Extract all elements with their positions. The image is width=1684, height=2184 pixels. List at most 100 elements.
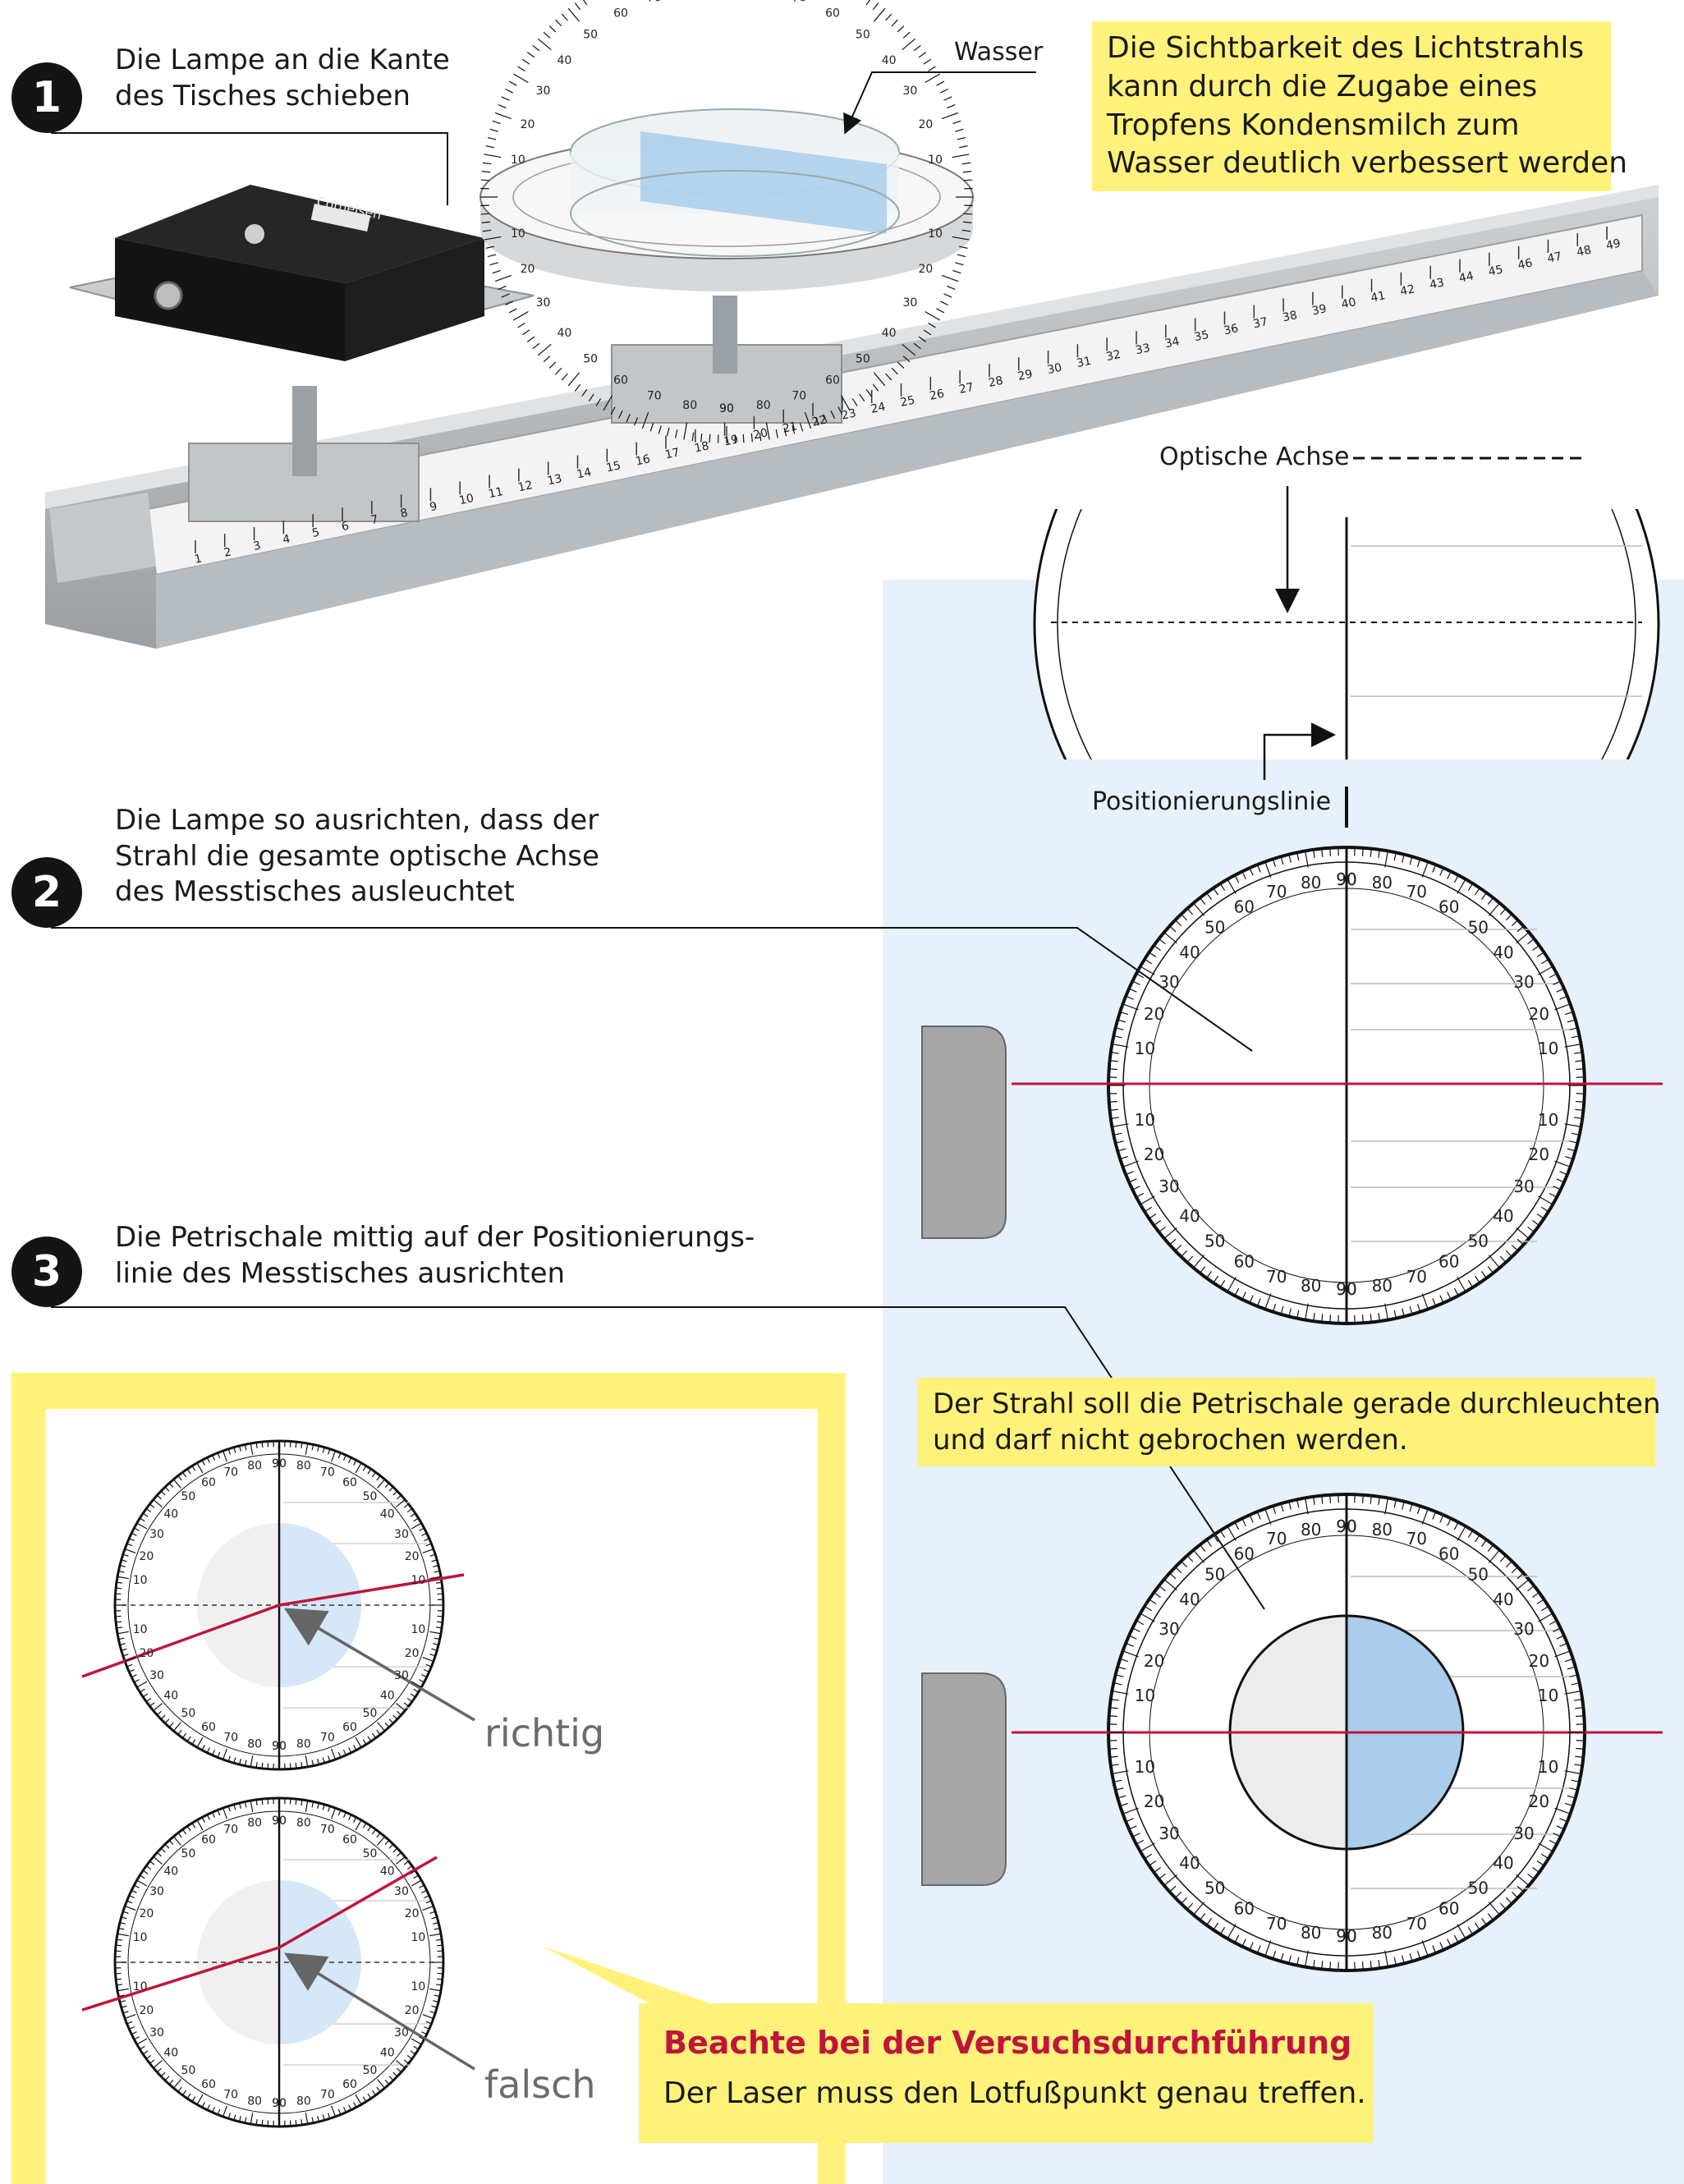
- protractor-tick: [116, 1984, 122, 1986]
- protractor-label: 10: [511, 227, 525, 241]
- protractor-tick: [311, 2117, 314, 2123]
- protractor-tick: [1432, 1298, 1437, 1307]
- protractor-tick: [1564, 1011, 1573, 1016]
- ruler-number: 22: [811, 413, 828, 429]
- note-pointer: [542, 1946, 723, 2007]
- protractor-tick: [1499, 1555, 1507, 1562]
- protractor-label: 80: [1301, 1520, 1321, 1539]
- protractor-tick: [433, 1565, 439, 1567]
- label-water: Wasser: [954, 38, 1044, 67]
- protractor-label: 20: [405, 2004, 420, 2017]
- protractor-tick: [1571, 1132, 1580, 1136]
- protractor-tick: [865, 388, 872, 397]
- protractor-tick: [1305, 851, 1309, 868]
- protractor-tick: [484, 154, 502, 158]
- protractor-tick: [1384, 1303, 1388, 1320]
- protractor-label: 80: [247, 1737, 262, 1750]
- protractor-tick: [1384, 851, 1388, 868]
- ruler-number: 45: [1487, 263, 1504, 278]
- protractor-label: 40: [380, 1507, 395, 1521]
- protractor-label: 80: [296, 1460, 311, 1473]
- protractor-tick: [223, 2105, 227, 2117]
- protractor-label: 10: [133, 1623, 148, 1636]
- protractor-tick: [1516, 932, 1530, 944]
- protractor-tick: [532, 44, 540, 52]
- ruler-number: 18: [693, 439, 710, 455]
- protractor-tick: [1110, 1764, 1119, 1766]
- protractor-tick: [902, 31, 911, 39]
- ruler-number: 16: [635, 452, 652, 468]
- protractor-label: 60: [342, 1833, 357, 1847]
- step-2-line1: Die Lampe so ausrichten, dass der: [115, 804, 599, 837]
- protractor-tick: [328, 1805, 331, 1812]
- protractor-label: 50: [363, 2064, 378, 2077]
- protractor-label: 70: [792, 0, 806, 5]
- protractor-tick: [1144, 958, 1152, 965]
- protractor-tick: [498, 285, 507, 290]
- protractor-tick: [1499, 908, 1507, 915]
- protractor-label: 40: [882, 54, 897, 67]
- protractor-tick: [388, 1843, 394, 1849]
- protractor-tick: [1169, 1572, 1177, 1580]
- protractor-label: 50: [1468, 1232, 1489, 1251]
- protractor-tick: [177, 2086, 182, 2092]
- protractor-tick: [1112, 1044, 1129, 1048]
- protractor-tick: [959, 245, 968, 249]
- protractor-tick: [1120, 1155, 1129, 1160]
- protractor-tick: [337, 2108, 342, 2115]
- step-1-line2: des Tisches schieben: [115, 79, 411, 112]
- ruler-number: 43: [1429, 276, 1446, 291]
- protractor-label: 60: [1439, 897, 1459, 917]
- protractor-tick: [392, 2072, 398, 2077]
- protractor-tick: [181, 2090, 187, 2096]
- protractor-tick: [1234, 1287, 1240, 1296]
- protractor-tick: [367, 1736, 372, 1742]
- protractor-tick: [436, 1581, 443, 1584]
- protractor-tick: [489, 262, 498, 266]
- ruler-number: 39: [1310, 302, 1328, 318]
- protractor-label: 90: [272, 1740, 287, 1753]
- protractor-tick: [196, 1819, 204, 1831]
- protractor-tick: [1402, 854, 1405, 863]
- protractor-tick: [126, 1663, 133, 1668]
- table-3d-scale: 1020304050607080901020304050607080901020…: [480, 0, 973, 443]
- protractor-tick: [362, 1823, 367, 1828]
- protractor-tick: [1296, 1310, 1300, 1319]
- protractor-tick: [1553, 1186, 1561, 1191]
- protractor-tick: [1532, 945, 1539, 951]
- protractor-tick: [1409, 1503, 1413, 1512]
- callout-beam-line2: und darf nicht gebrochen werden.: [933, 1424, 1408, 1457]
- protractor-tick: [537, 38, 552, 51]
- protractor-tick: [160, 2072, 166, 2077]
- protractor-tick: [1305, 1303, 1309, 1320]
- protractor-tick: [1516, 1227, 1530, 1239]
- protractor-tick: [255, 1762, 258, 1769]
- protractor-tick: [1409, 856, 1413, 865]
- protractor-tick: [1241, 1518, 1246, 1526]
- protractor-tick: [411, 1681, 422, 1688]
- protractor-tick: [891, 367, 898, 375]
- protractor-tick: [129, 2026, 135, 2030]
- protractor-label: 90: [719, 402, 734, 415]
- protractor-tick: [342, 1812, 346, 1818]
- protractor-tick: [1122, 1160, 1139, 1168]
- protractor-label: 20: [521, 263, 535, 276]
- protractor-tick: [1575, 1060, 1584, 1062]
- protractor-tick: [255, 1442, 258, 1448]
- protractor-label: 50: [181, 1490, 196, 1503]
- protractor-tick: [317, 1759, 319, 1765]
- protractor-tick: [512, 310, 529, 321]
- protractor-tick: [436, 1939, 443, 1941]
- beam-correct: [81, 1573, 465, 1678]
- protractor-label: 30: [1159, 1824, 1179, 1843]
- protractor-tick: [1321, 1495, 1324, 1504]
- protractor-tick: [1113, 1682, 1122, 1686]
- protractor-tick: [1541, 1605, 1549, 1612]
- protractor-tick: [1169, 925, 1177, 933]
- protractor-tick: [1174, 1244, 1182, 1251]
- protractor-tick: [1554, 1003, 1571, 1011]
- protractor-tick: [413, 2045, 419, 2050]
- protractor-tick: [116, 1944, 122, 1947]
- protractor-label: 70: [223, 1732, 238, 1745]
